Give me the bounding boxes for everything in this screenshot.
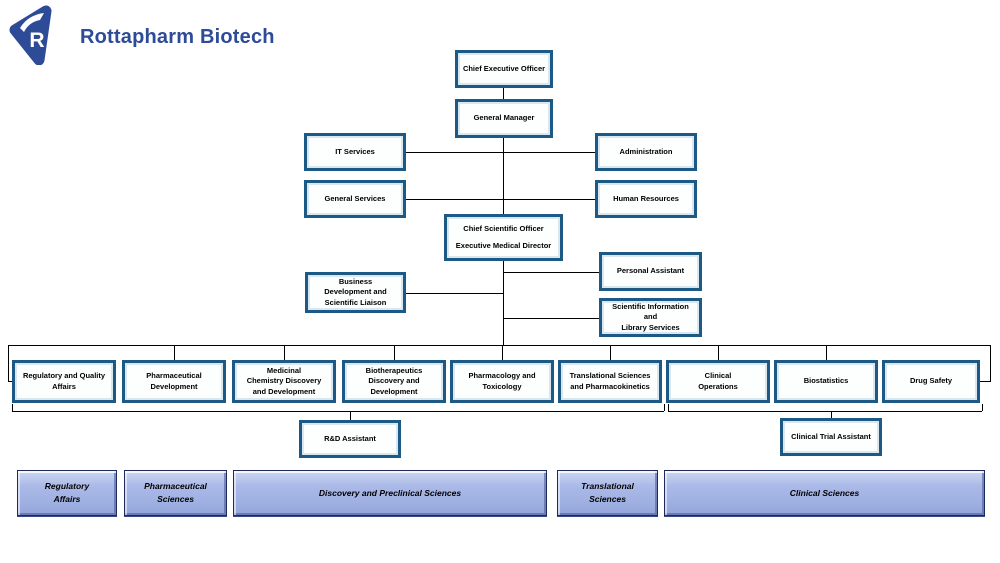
connector-line (406, 152, 595, 153)
connector-line (12, 404, 13, 411)
dept-box-label: Pharmacology and Toxicology (468, 371, 536, 391)
connector-line (394, 345, 395, 360)
connector-line (668, 404, 669, 411)
division-bar-label: Translational Sciences (581, 481, 634, 504)
org-box-label: Clinical Trial Assistant (791, 431, 871, 441)
org-box-rd-assistant: R&D Assistant (299, 420, 401, 458)
connector-line (284, 345, 285, 360)
connector-line (831, 411, 832, 419)
dept-box-pharmacology-toxicology: Pharmacology and Toxicology (450, 360, 554, 403)
org-box-label: Administration (619, 146, 673, 156)
org-box-label: General Manager (473, 113, 535, 123)
org-box-label: Scientific Information and Library Servi… (612, 302, 689, 332)
dept-box-label: Regulatory and Quality Affairs (22, 371, 106, 391)
connector-line (503, 138, 504, 214)
connector-line (503, 272, 599, 273)
dept-box-medicinal-chemistry: Medicinal Chemistry Discovery and Develo… (232, 360, 336, 403)
division-bar-regulatory-affairs: Regulatory Affairs (17, 470, 117, 516)
svg-text:R: R (29, 29, 44, 52)
dept-box-biotherapeutics: Biotherapeutics Discovery and Developmen… (342, 360, 446, 403)
connector-line (826, 345, 827, 360)
connector-line (174, 345, 175, 360)
division-bar-pharmaceutical-sciences: Pharmaceutical Sciences (124, 470, 227, 516)
division-bar-discovery-preclinical-sciences: Discovery and Preclinical Sciences (233, 470, 547, 516)
org-box-administration: Administration (595, 133, 697, 171)
org-box-clinical-trial-assistant: Clinical Trial Assistant (780, 418, 882, 456)
org-box-scientific-information: Scientific Information and Library Servi… (599, 298, 702, 337)
dept-box-label: Biotherapeutics Discovery and Developmen… (365, 366, 423, 396)
dept-box-label: Drug Safety (909, 376, 953, 386)
division-bar-label: Discovery and Preclinical Sciences (318, 487, 462, 498)
connector-line (8, 345, 9, 381)
org-box-chief-scientific-officer: Chief Scientific Officer Executive Medic… (444, 214, 563, 261)
connector-line (406, 199, 595, 200)
dept-box-clinical-operations: Clinical Operations (666, 360, 770, 403)
connector-line (12, 411, 664, 412)
connector-line (8, 345, 990, 346)
org-box-label: General Services (324, 193, 386, 203)
org-box-general-services: General Services (304, 180, 406, 218)
dept-box-label: Biostatistics (803, 376, 849, 386)
division-bar-label: Pharmaceutical Sciences (144, 481, 207, 504)
org-box-general-manager: General Manager (455, 99, 553, 138)
org-box-label: R&D Assistant (324, 433, 376, 443)
dept-box-translational-sciences: Translational Sciences and Pharmacokinet… (558, 360, 662, 403)
connector-line (610, 345, 611, 360)
org-box-label: Chief Scientific Officer Executive Medic… (455, 224, 552, 250)
division-bar-translational-sciences: Translational Sciences (557, 470, 658, 516)
connector-line (982, 404, 983, 411)
connector-line (8, 381, 13, 382)
division-bar-clinical-sciences: Clinical Sciences (664, 470, 985, 516)
connector-line (406, 293, 503, 294)
org-box-label: IT Services (335, 146, 375, 156)
dept-box-regulatory-quality-affairs: Regulatory and Quality Affairs (12, 360, 116, 403)
org-box-label: Chief Executive Officer (462, 63, 546, 73)
connector-line (718, 345, 719, 360)
connector-line (503, 261, 504, 345)
dept-box-label: Translational Sciences and Pharmacokinet… (569, 371, 651, 391)
connector-line (503, 88, 504, 99)
connector-line (664, 404, 665, 411)
org-box-business-development: Business Development and Scientific Liai… (305, 272, 406, 313)
dept-box-label: Clinical Operations (698, 371, 738, 391)
org-box-human-resources: Human Resources (595, 180, 697, 218)
org-box-label: Personal Assistant (616, 266, 685, 276)
connector-line (668, 411, 982, 412)
division-bar-label: Clinical Sciences (789, 487, 860, 498)
connector-line (990, 345, 991, 381)
dept-box-label: Pharmaceutical Development (146, 371, 202, 391)
org-box-personal-assistant: Personal Assistant (599, 252, 702, 291)
connector-line (502, 345, 503, 360)
connector-line (350, 411, 351, 420)
dept-box-label: Medicinal Chemistry Discovery and Develo… (246, 366, 322, 396)
connector-line (980, 381, 991, 382)
company-name: Rottapharm Biotech (80, 26, 275, 48)
dept-box-drug-safety: Drug Safety (882, 360, 980, 403)
dept-box-biostatistics: Biostatistics (774, 360, 878, 403)
dept-box-pharmaceutical-development: Pharmaceutical Development (122, 360, 226, 403)
rottapharm-logo-icon: R (8, 5, 66, 66)
org-box-label: Business Development and Scientific Liai… (324, 277, 387, 307)
connector-line (503, 318, 599, 319)
org-box-label: Human Resources (613, 193, 679, 203)
org-box-it-services: IT Services (304, 133, 406, 171)
org-box-ceo: Chief Executive Officer (455, 50, 553, 88)
division-bar-label: Regulatory Affairs (44, 481, 90, 504)
